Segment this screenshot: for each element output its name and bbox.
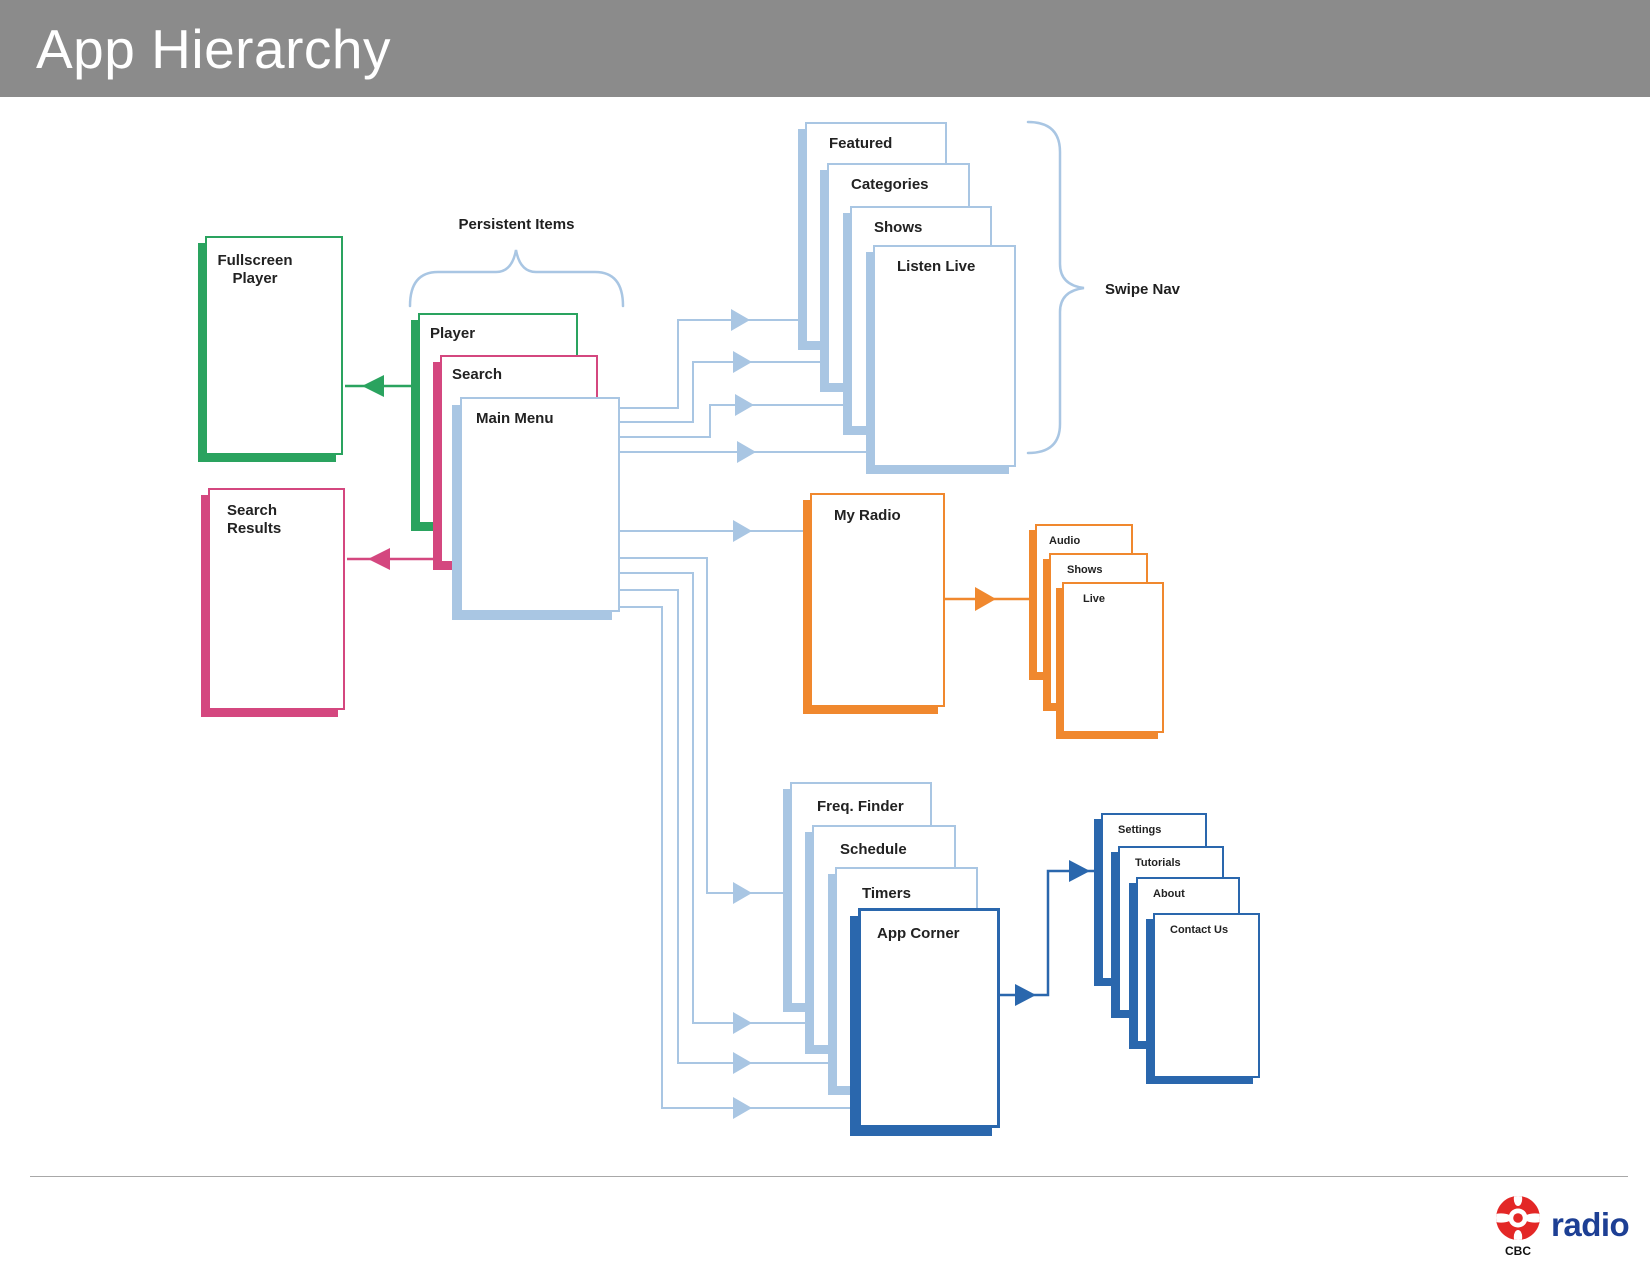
arrowhead-timers <box>733 1052 752 1074</box>
node-label: Settings <box>1118 824 1162 836</box>
node-search-results: Search Results <box>208 488 345 710</box>
node-app-corner: App Corner <box>858 908 1000 1128</box>
node-label: Freq. Finder <box>817 798 904 815</box>
node-label: Player <box>430 325 476 342</box>
swipe-nav-annotation: Swipe Nav <box>1105 281 1181 298</box>
arrowhead-search-results <box>368 548 390 570</box>
connector-main-menu-shows <box>620 404 850 438</box>
node-label: App Corner <box>877 925 960 942</box>
connector-app-corner-settings <box>1000 869 1101 997</box>
connector-main-menu-schedule <box>620 572 812 1024</box>
slide-header: App Hierarchy <box>0 0 1650 97</box>
arrowhead-my-radio <box>733 520 752 542</box>
node-fullscreen-player: Fullscreen Player <box>205 236 343 455</box>
node-live: Live <box>1062 582 1164 733</box>
page-title: App Hierarchy <box>36 17 391 80</box>
node-listen-live: Listen Live <box>873 245 1016 467</box>
node-main-menu: Main Menu <box>460 397 620 612</box>
cbc-gem-icon <box>1496 1196 1540 1240</box>
node-label: Fullscreen Player <box>217 252 293 288</box>
node-my-radio: My Radio <box>810 493 945 707</box>
node-label: Search Results <box>227 502 282 538</box>
persistent-items-brace <box>408 249 625 308</box>
connector-main-menu-featured <box>620 319 805 409</box>
connector-main-menu-freq-finder <box>620 557 790 894</box>
arrowhead-schedule <box>733 1012 752 1034</box>
connector-main-menu-app-corner <box>620 606 858 1109</box>
arrowhead-my-radio-substack <box>975 587 996 611</box>
node-contact-us: Contact Us <box>1153 913 1260 1078</box>
arrowhead-app-corner <box>733 1097 752 1119</box>
arrowhead-app-corner-out <box>1015 984 1036 1006</box>
node-label: Timers <box>862 885 911 902</box>
node-label: My Radio <box>834 507 901 524</box>
cbc-logo-text: CBC <box>1505 1244 1531 1258</box>
arrowhead-settings <box>1069 860 1090 882</box>
connector-main-menu-categories <box>620 361 827 423</box>
node-label: Featured <box>829 135 893 152</box>
node-label: Categories <box>851 176 929 193</box>
node-label: Live <box>1083 593 1106 605</box>
node-label: Shows <box>1067 564 1103 576</box>
arrowhead-freq-finder <box>733 882 752 904</box>
node-label: Shows <box>874 219 923 236</box>
connector-main-menu-timers <box>620 589 835 1064</box>
arrowhead-listen-live <box>737 441 756 463</box>
arrowhead-featured <box>731 309 750 331</box>
node-label: Search <box>452 366 503 383</box>
node-label: Main Menu <box>476 410 554 427</box>
node-label: Audio <box>1049 535 1081 547</box>
node-label: Tutorials <box>1135 857 1181 869</box>
arrowhead-categories <box>733 351 752 373</box>
node-label: Listen Live <box>897 258 976 275</box>
radio-wordmark: radio <box>1551 1206 1630 1243</box>
arrowhead-fullscreen <box>362 375 384 397</box>
node-label: Schedule <box>840 841 907 858</box>
persistent-items-annotation: Persistent Items <box>458 216 575 233</box>
node-label: About <box>1153 888 1185 900</box>
footer-divider <box>30 1176 1628 1177</box>
arrowhead-shows <box>735 394 754 416</box>
node-label: Contact Us <box>1170 924 1229 936</box>
swipe-nav-brace <box>1026 120 1085 455</box>
